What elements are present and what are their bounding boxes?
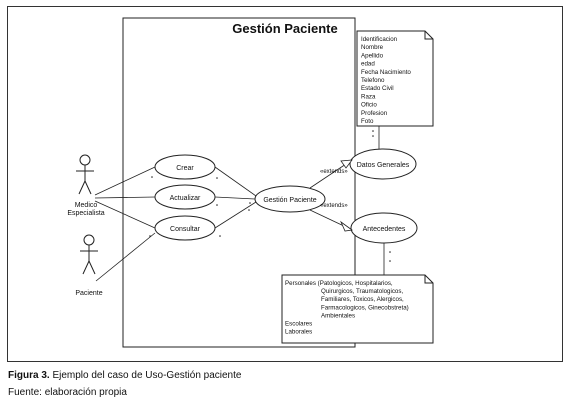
note-antecedentes-line: Personales (Patologicos, Hospitalarios, [285, 280, 393, 287]
system-boundary [122, 17, 356, 348]
figure-caption: Figura 3. Ejemplo del caso de Uso-Gestió… [8, 370, 241, 381]
note-antecedentes [281, 274, 434, 344]
actor-paciente-label: Paciente [75, 290, 102, 297]
actor-medico-label-line1: Medico [75, 202, 98, 209]
use-case-antecedentes-label: Antecedentes [363, 226, 406, 233]
use-case-datos-generales [349, 148, 417, 180]
use-case-datos-generales-label: Datos Generales [357, 162, 410, 169]
figure-caption-text: Ejemplo del caso de Uso-Gestión paciente [49, 370, 242, 381]
extends-label-datos: «extends» [320, 169, 348, 175]
figure-frame [7, 6, 563, 362]
system-title: Gestión Paciente [232, 21, 337, 36]
note-datos-line: Oficio [361, 102, 377, 109]
note-antecedentes-fold [424, 275, 433, 284]
multiplicity-marks [149, 130, 391, 262]
actor-medico [76, 154, 94, 195]
note-datos-line: Telefono [361, 77, 385, 84]
figure-caption-label: Figura 3. [8, 370, 50, 381]
note-antecedentes-line: Familiares, Toxicos, Alergicos, [321, 296, 404, 303]
note-antecedentes-line: Ambientales [321, 312, 355, 319]
use-case-gestion-paciente-label: Gestión Paciente [263, 197, 316, 204]
note-datos-generales [356, 30, 434, 127]
actor-medico-label-line2: Especialista [67, 210, 104, 217]
extends-arrows [309, 159, 354, 232]
actor-paciente [80, 234, 98, 275]
note-datos-line: Identificacion [361, 36, 398, 43]
note-datos-line: Raza [361, 93, 376, 100]
note-antecedentes-line: Laborales [285, 329, 312, 336]
use-case-crear-label: Crear [176, 165, 194, 172]
note-datos-line: edad [361, 61, 375, 68]
note-antecedentes-line: Escolares [285, 321, 312, 328]
note-datos-line: Profesion [361, 110, 388, 117]
note-datos-line: Nombre [361, 44, 384, 51]
note-antecedentes-line: Quirurgicos, Traumatologicos, [321, 288, 403, 295]
note-antecedentes-line: Farmacologicos, Ginecobstreta) [321, 304, 409, 311]
note-datos-line: Apellido [361, 52, 384, 59]
note-antecedentes-text: Personales (Patologicos, Hospitalarios,Q… [285, 280, 409, 336]
use-case-consultar-label: Consultar [170, 226, 201, 233]
actor-associations [94, 166, 156, 282]
use-case-actualizar-label: Actualizar [170, 195, 201, 202]
note-datos-line: Fecha Nacimiento [361, 69, 411, 76]
note-datos-generales-fold [424, 31, 433, 40]
note-datos-line: Foto [361, 118, 374, 125]
figure-source: Fuente: elaboración propia [8, 387, 127, 398]
note-datos-line: Estado Civil [361, 85, 394, 92]
extends-label-antecedentes: «extends» [320, 203, 348, 209]
use-case-links [214, 166, 257, 229]
